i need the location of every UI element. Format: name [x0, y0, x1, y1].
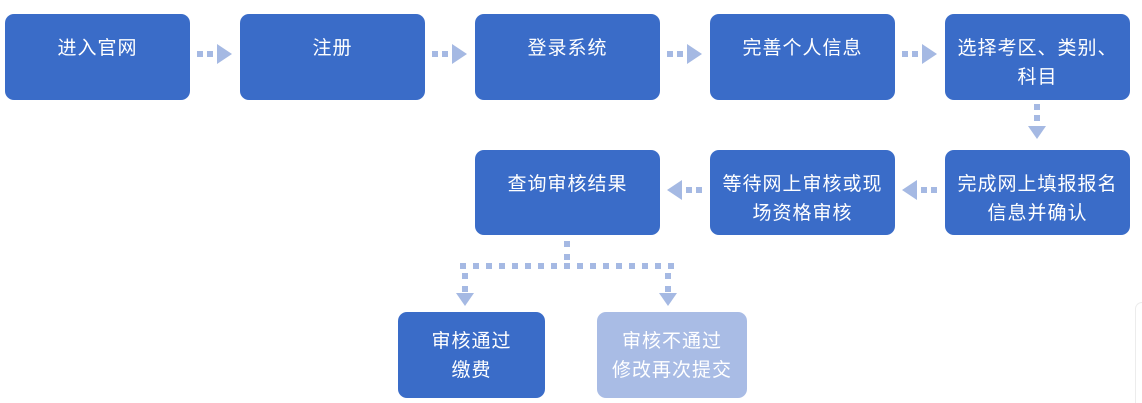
flow-step-label: 登录系统 — [527, 38, 608, 59]
flow-step-label: 选择考区、类别、 — [957, 38, 1118, 59]
dashed-arrow-left-icon — [667, 180, 702, 200]
flow-step-label: 科目 — [1017, 67, 1058, 88]
partial-card-edge — [1135, 302, 1142, 403]
branch-arrowhead-left — [456, 293, 474, 306]
dashed-arrow-right-icon — [667, 44, 702, 64]
dash-square — [912, 51, 918, 57]
arrowhead-left — [902, 180, 917, 200]
dash-square — [1034, 115, 1040, 121]
arrowhead-left — [667, 180, 682, 200]
dash-square — [432, 51, 438, 57]
dash-square — [921, 187, 927, 193]
branch-drop-left-dashed-line — [462, 273, 468, 292]
flow-step-label: 注册 — [312, 38, 353, 59]
dashed-arrow-left-icon — [902, 180, 937, 200]
flow-step-fill-confirm: 完成网上填报报名 信息并确认 — [945, 150, 1130, 235]
arrowhead-right — [217, 44, 232, 64]
flow-step-label: 审核不通过 — [621, 331, 722, 352]
flow-step-label: 进入官网 — [57, 38, 138, 59]
flow-step-complete-profile: 完善个人信息 — [710, 14, 895, 100]
dashed-arrow-right-icon — [902, 44, 937, 64]
flow-step-enter-site: 进入官网 — [5, 14, 190, 100]
dash-square — [197, 51, 203, 57]
dash-square — [931, 187, 937, 193]
dash-square — [207, 51, 213, 57]
branch-arrowhead-right — [659, 293, 677, 306]
dashed-arrow-right-icon — [197, 44, 232, 64]
flow-step-label: 完成网上填报报名 — [957, 174, 1118, 195]
dash-square — [686, 187, 692, 193]
flow-step-label: 缴费 — [451, 360, 492, 381]
flow-step-query-result: 查询审核结果 — [475, 150, 660, 235]
arrowhead-down — [1028, 126, 1046, 139]
flow-step-label: 等待网上审核或现 — [722, 174, 883, 195]
dash-square — [696, 187, 702, 193]
arrowhead-right — [922, 44, 937, 64]
flow-step-select-area: 选择考区、类别、 科目 — [945, 14, 1130, 100]
flow-step-login: 登录系统 — [475, 14, 660, 100]
dashed-arrow-down-icon — [1028, 104, 1046, 139]
branch-stem-dashed-line — [564, 241, 570, 260]
dash-square — [442, 51, 448, 57]
flow-step-label: 审核通过 — [431, 331, 512, 352]
flow-step-label: 完善个人信息 — [742, 38, 863, 59]
flow-step-label: 修改再次提交 — [611, 360, 732, 381]
branch-drop-right-dashed-line — [665, 273, 671, 292]
dash-square — [902, 51, 908, 57]
flow-step-register: 注册 — [240, 14, 425, 100]
flow-step-label: 场资格审核 — [752, 203, 853, 224]
arrowhead-right — [452, 44, 467, 64]
flow-step-label: 查询审核结果 — [507, 174, 628, 195]
flow-step-pass-pay: 审核通过 缴费 — [398, 312, 545, 398]
dash-square — [1034, 104, 1040, 110]
dash-square — [667, 51, 673, 57]
branch-crossbar-dashed-line — [460, 263, 675, 269]
arrowhead-right — [687, 44, 702, 64]
dash-square — [677, 51, 683, 57]
flow-step-wait-review: 等待网上审核或现 场资格审核 — [710, 150, 895, 235]
dashed-arrow-right-icon — [432, 44, 467, 64]
flow-step-label: 信息并确认 — [987, 203, 1088, 224]
flow-step-fail-resubmit: 审核不通过 修改再次提交 — [597, 312, 747, 398]
